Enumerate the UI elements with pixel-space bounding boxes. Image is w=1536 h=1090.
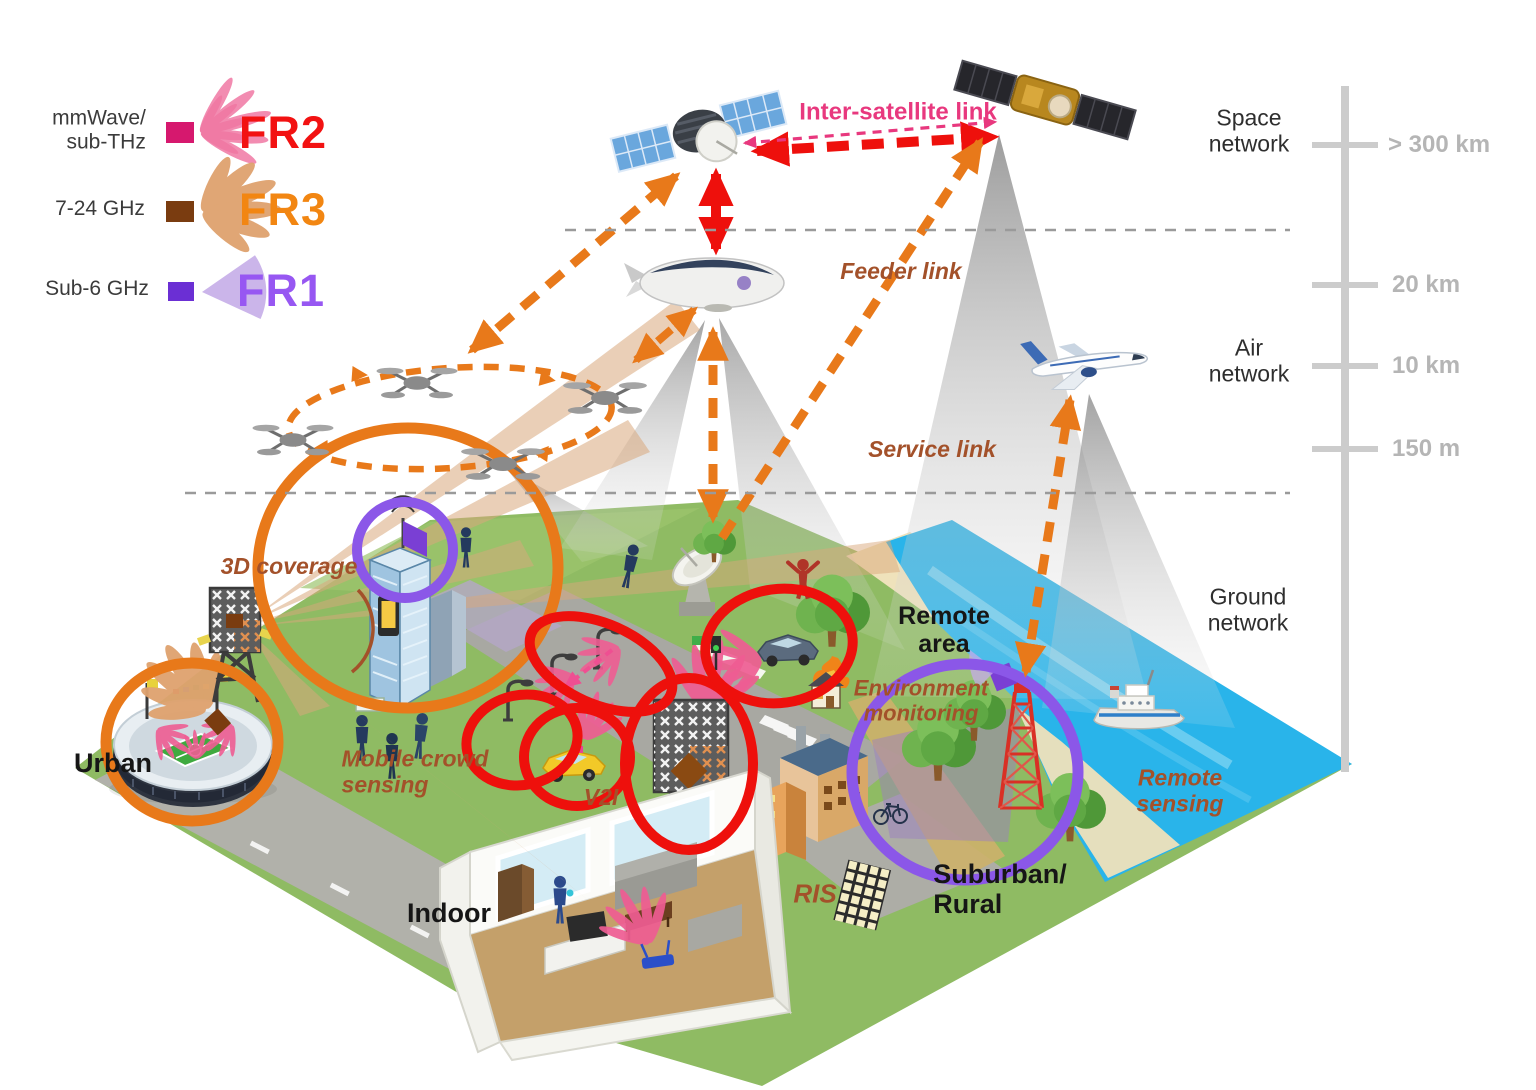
satellite-left bbox=[609, 89, 788, 173]
layer-ground-label: Ground network bbox=[1207, 583, 1289, 635]
stadium bbox=[109, 673, 277, 807]
link-arrows bbox=[467, 116, 1082, 678]
drone-satellite-link-arrow bbox=[467, 172, 681, 354]
inter-satellite-thin-arrow bbox=[742, 116, 998, 149]
feeder-link-label: Feeder link bbox=[840, 258, 962, 285]
bicycle-icon bbox=[873, 803, 908, 825]
remote-car bbox=[698, 621, 819, 707]
remote-sensing-label: Remote sensing bbox=[1136, 764, 1224, 816]
layer-air-label: Air network bbox=[1208, 334, 1290, 386]
tower-airplane-link-arrow bbox=[1014, 394, 1082, 678]
legend-fr2-beam-icon bbox=[166, 66, 285, 181]
highlight-red-car bbox=[700, 583, 858, 709]
legend-band-fr2: mmWave/ sub-THz bbox=[52, 106, 146, 153]
wifi-router-icon bbox=[640, 940, 675, 969]
suburban-rural-label: Suburban/ Rural bbox=[933, 858, 1067, 919]
mobile-crowd-sensing-label: Mobile crowd sensing bbox=[341, 745, 489, 797]
airplane bbox=[1020, 341, 1149, 390]
fr3-beam-icon-stadium bbox=[117, 618, 249, 748]
altitude-tick-10km: 10 km bbox=[1392, 352, 1461, 379]
highlight-purple-suburban bbox=[846, 658, 1084, 886]
coverage-brace bbox=[350, 588, 375, 674]
altitude-tick-300km: > 300 km bbox=[1388, 131, 1491, 158]
legend-band-fr3: 7-24 GHz bbox=[55, 197, 145, 221]
drone-icon bbox=[251, 423, 335, 457]
mimo-panel-tower bbox=[196, 586, 274, 703]
legend-label-fr3: FR3 bbox=[238, 183, 328, 235]
feeder-link-arrow bbox=[718, 137, 984, 541]
urban-label: Urban bbox=[73, 747, 153, 778]
traffic-light-icon bbox=[711, 636, 721, 670]
legend-label-fr2: FR2 bbox=[238, 106, 328, 158]
highlight-orange-3d-coverage bbox=[252, 422, 564, 714]
highlight-orange-stadium bbox=[100, 657, 284, 827]
highlight-red-v2i-tower bbox=[620, 673, 758, 855]
indoor-room bbox=[439, 768, 793, 1062]
legend-fr1-beam-icon bbox=[168, 255, 267, 319]
inter-satellite-link-label: Inter-satellite link bbox=[799, 98, 997, 126]
v2i-label: V2I bbox=[583, 784, 619, 811]
legend-band-fr1: Sub-6 GHz bbox=[45, 277, 149, 301]
haps-drone-link-arrow bbox=[632, 306, 698, 364]
fr2-street-link bbox=[563, 648, 614, 688]
coverage-3d-label: 3D coverage bbox=[220, 553, 358, 580]
highlight-circles bbox=[100, 422, 1084, 886]
satellite-right bbox=[953, 59, 1137, 141]
fr1-panel-icon bbox=[403, 521, 427, 557]
layer-space-label: Space network bbox=[1208, 104, 1290, 156]
ship bbox=[1093, 669, 1185, 730]
inter-satellite-link-arrow bbox=[750, 121, 1000, 167]
legend-label-fr1: FR1 bbox=[236, 264, 326, 316]
service-link-label: Service link bbox=[868, 436, 996, 463]
altitude-scale-bar bbox=[1312, 86, 1378, 772]
altitude-tick-150m: 150 m bbox=[1392, 435, 1461, 462]
ris-panel bbox=[833, 859, 892, 931]
drone-swarm bbox=[251, 363, 649, 482]
highlight-red-lamps bbox=[524, 611, 678, 717]
highlight-purple-basestation bbox=[352, 497, 458, 603]
haps-airship bbox=[624, 257, 785, 312]
layer-separators bbox=[185, 228, 1290, 495]
ris-label: RIS bbox=[793, 878, 837, 909]
indoor-label: Indoor bbox=[407, 897, 491, 928]
legend-fr3-beam-icon bbox=[166, 143, 291, 265]
fr3-beam-o2i bbox=[252, 630, 588, 900]
sensor-icon bbox=[692, 636, 703, 645]
remote-area-label: Remote area bbox=[898, 602, 990, 658]
altitude-tick-20km: 20 km bbox=[1392, 271, 1461, 298]
ground-station-dish bbox=[671, 545, 723, 616]
environment-monitoring-label: Environment monitoring bbox=[853, 675, 989, 725]
